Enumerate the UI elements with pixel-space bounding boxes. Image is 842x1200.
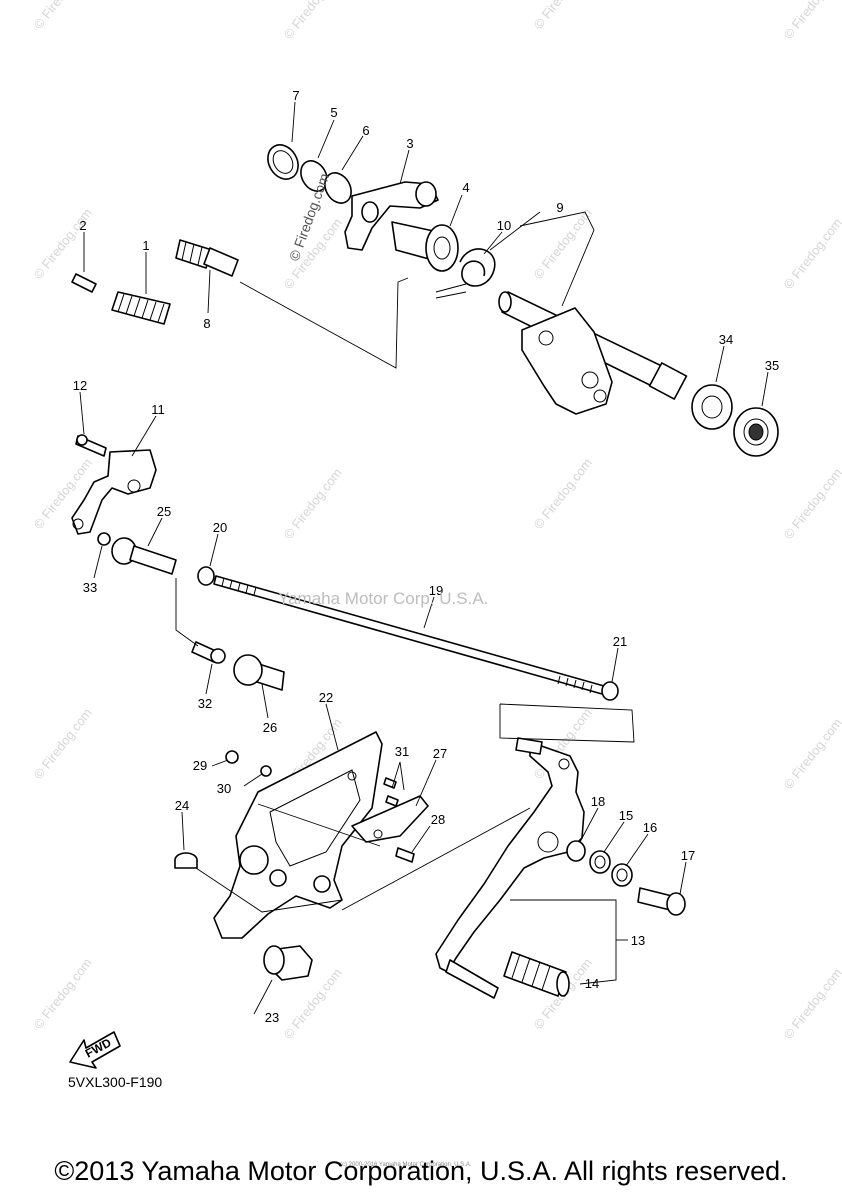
tile-watermark: © Firedog.com [781, 965, 842, 1042]
bolt-part-17 [637, 887, 686, 916]
tile-watermark: © Firedog.com [31, 0, 95, 32]
callout-30: 30 [217, 781, 231, 796]
tile-watermark: © Firedog.com [281, 465, 345, 542]
leader-lines [79, 101, 769, 1015]
shift-linkage [71, 434, 619, 701]
washer-part-30 [260, 765, 272, 777]
callout-14: 14 [585, 976, 599, 991]
callout-26: 26 [263, 720, 277, 735]
bolt-part-28 [395, 847, 415, 863]
callout-16: 16 [643, 820, 657, 835]
callout-7: 7 [292, 88, 299, 103]
shift-shaft-assembly [71, 144, 779, 457]
locknut-part-21 [601, 681, 619, 701]
tile-watermark: © Firedog.com [781, 715, 842, 792]
callout-4: 4 [462, 180, 469, 195]
callout-31: 31 [395, 744, 409, 759]
callout-27: 27 [433, 746, 447, 761]
callout-3: 3 [406, 136, 413, 151]
callout-10: 10 [497, 218, 511, 233]
callout-17: 17 [681, 848, 695, 863]
callout-9: 9 [556, 200, 563, 215]
callout-33: 33 [83, 580, 97, 595]
callout-18: 18 [591, 794, 605, 809]
circlip-part-6 [324, 172, 352, 204]
tile-watermark: © Firedog.com [531, 0, 595, 32]
tile-watermark: © Firedog.com [781, 465, 842, 542]
watermark-layer: © Firedog.com © Firedog.com © Firedog.com ©… [31, 0, 842, 1042]
plug-part-31 [383, 777, 399, 807]
callout-11: 11 [151, 402, 165, 417]
washer-part-33 [97, 532, 111, 546]
callout-21: 21 [613, 634, 627, 649]
callout-29: 29 [193, 758, 207, 773]
bolt-part-29 [225, 750, 239, 764]
fwd-arrow-icon: FWD [69, 1031, 121, 1069]
washer-part-15 [589, 850, 611, 874]
callout-34: 34 [719, 332, 733, 347]
callout-2: 2 [79, 218, 86, 233]
tile-watermark: © Firedog.com [31, 205, 95, 282]
washer-part-7 [267, 144, 299, 180]
shift-pedal-part-13 [435, 741, 585, 973]
stopper-bolt-part-8 [175, 239, 239, 277]
pedal-rubber-part-14 [503, 951, 570, 997]
tile-watermark: © Firedog.com [781, 0, 842, 42]
circlip-part-5 [300, 160, 328, 192]
tile-watermark: © Firedog.com [781, 215, 842, 292]
cap-part-24 [174, 852, 198, 869]
callout-6: 6 [362, 123, 369, 138]
callout-1: 1 [142, 238, 149, 253]
rod-end-part-25 [111, 537, 177, 575]
callout-labels: 7 5 6 3 4 9 10 2 1 8 34 35 12 11 25 20 3… [73, 88, 779, 1025]
tile-watermark: © Firedog.com [31, 955, 95, 1032]
center-watermark: Yamaha Motor Corp, U.S.A. [278, 589, 488, 608]
bushing-part-34 [691, 384, 733, 430]
callout-24: 24 [175, 798, 189, 813]
drawing-code: 5VXL300-F190 [68, 1074, 163, 1090]
tiny-print: (c) 2000-2016 Yamaha Motor Corporation, … [340, 1162, 472, 1168]
shift-pedal-assembly [435, 737, 686, 999]
callout-19: 19 [429, 583, 443, 598]
washer-part-16 [611, 863, 633, 887]
callout-32: 32 [198, 696, 212, 711]
callout-8: 8 [203, 316, 210, 331]
tile-watermark: © Firedog.com [531, 455, 595, 532]
callout-13: 13 [631, 933, 645, 948]
copyright-notice: ©2013 Yamaha Motor Corporation, U.S.A. A… [54, 1156, 788, 1186]
bolt-part-32 [191, 641, 226, 664]
callout-35: 35 [765, 358, 779, 373]
spring-part-1 [111, 291, 171, 325]
callout-25: 25 [157, 504, 171, 519]
guard-part-27 [351, 795, 429, 843]
locknut-part-20 [197, 566, 215, 586]
callout-28: 28 [431, 812, 445, 827]
tile-watermark: © Firedog.com [31, 705, 95, 782]
callout-15: 15 [619, 808, 633, 823]
callout-20: 20 [213, 520, 227, 535]
callout-5: 5 [330, 105, 337, 120]
tile-watermark: © Firedog.com [281, 0, 345, 42]
washer-part-18 [566, 840, 586, 862]
callout-22: 22 [319, 690, 333, 705]
pin-part-2 [71, 273, 97, 293]
spring-part-10 [435, 248, 496, 299]
callout-12: 12 [73, 378, 87, 393]
footpeg-rubber-part-23 [263, 945, 313, 981]
callout-23: 23 [265, 1010, 279, 1025]
rod-end-part-26 [233, 654, 285, 691]
shift-arm-part-11 [71, 449, 157, 535]
footrest-bracket-assembly [174, 731, 429, 981]
